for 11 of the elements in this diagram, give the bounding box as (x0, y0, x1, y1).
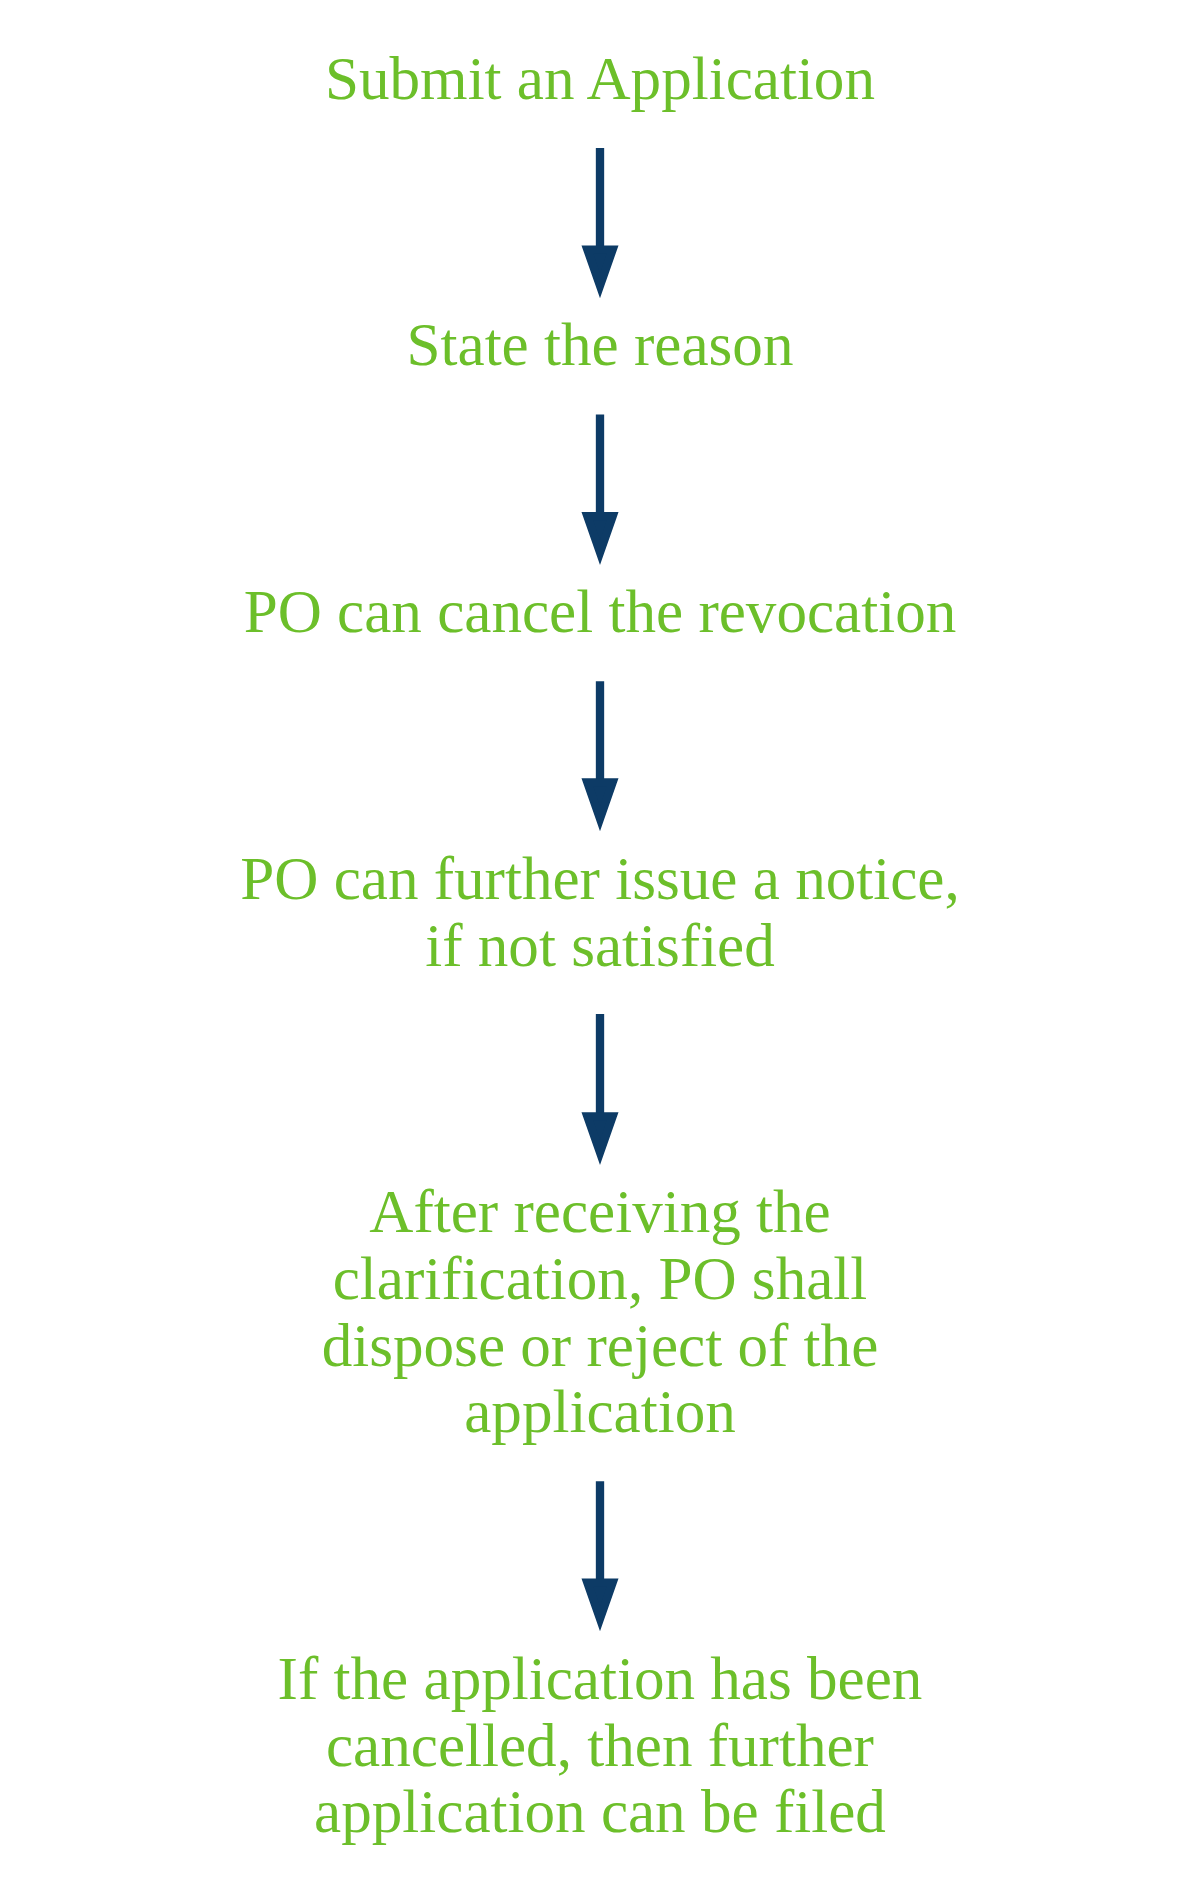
arrow (581, 147, 619, 299)
node-text: PO can further issue a notice, if not satisfied (240, 844, 960, 979)
arrow (581, 1481, 619, 1632)
arrow (581, 681, 619, 832)
node-text: If the application has been cancelled, then further application can be filed (277, 1644, 923, 1846)
arrow (581, 1013, 619, 1165)
node-text: State the reason (406, 311, 794, 379)
node-text: PO can cancel the revocation (243, 578, 957, 646)
arrow (581, 414, 619, 565)
node-text: Submit an Application (325, 44, 875, 112)
node-text: After receiving the clarification, PO shall dispose or reject of the application (321, 1178, 879, 1446)
